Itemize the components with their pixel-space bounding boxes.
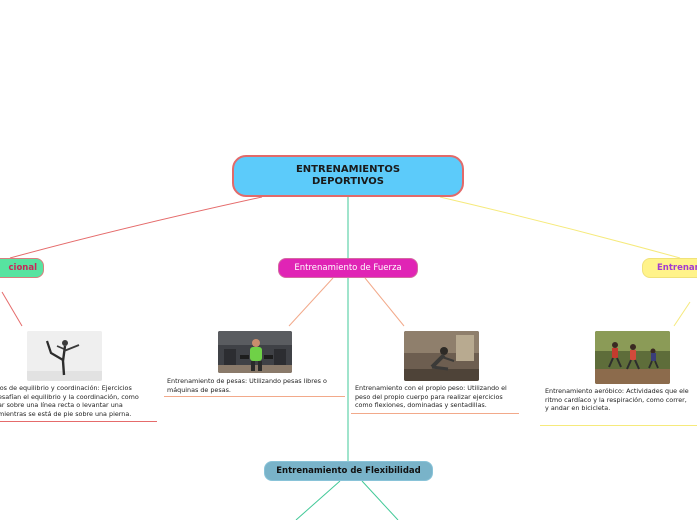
pesas-underline [164,396,345,397]
branch-flexibilidad[interactable]: Entrenamiento de Flexibilidad [264,461,433,481]
equilibrio-line-4: mientras se está de pie sobre una pierna… [0,409,132,418]
link-root-left [9,196,263,259]
propio-peso-line-2: peso del propio cuerpo para realizar eje… [355,392,503,401]
link-left-equilibrio [1,291,23,327]
link-fuerza-propio [364,277,405,327]
branch-flexibilidad-label: Entrenamiento de Flexibilidad [276,466,421,476]
pesas-line-1: Entrenamiento de pesas: Utilizando pesas… [167,377,327,385]
propio-peso-line-1: Entrenamiento con el propio peso: Utiliz… [355,384,507,392]
branch-right-label: Entrenam [657,263,697,273]
equilibrio-line-3: ar sobre una línea recta o levantar una [0,401,123,410]
equilibrio-line-2: esafían el equilibrio y la coordinación,… [0,392,139,401]
equilibrio-underline [0,421,157,422]
propio-peso-underline [351,413,519,414]
branch-right[interactable]: Entrenam [642,258,697,278]
aerobico-line-2: ritmo cardíaco y la respiración, como co… [545,395,687,404]
aerobico-line-3: y andar en bicicleta. [545,404,611,413]
pesas-line-2: máquinas de pesas. [167,385,231,394]
branch-left-label: cional [8,263,38,273]
topic-pesas-text: Entrenamiento de pesas: Utilizando pesas… [167,377,327,394]
propio-peso-line-3: como flexiones, dominadas y sentadillas. [355,401,487,410]
equilibrio-line-1: ios de equilibrio y coordinación: Ejerci… [0,384,132,392]
topic-equilibrio-text: ios de equilibrio y coordinación: Ejerci… [0,384,139,418]
running-image [595,331,670,384]
topic-propio-peso-text: Entrenamiento con el propio peso: Utiliz… [355,384,507,410]
branch-left[interactable]: cional [0,258,44,278]
aerobico-underline [540,425,697,426]
branch-fuerza[interactable]: Entrenamiento de Fuerza [278,258,418,278]
link-flex-child-right [361,480,399,520]
root-title-line-2: DEPORTIVOS [311,176,385,187]
weights-gym-image [218,331,292,373]
bodyweight-training-image [404,331,479,381]
link-flex-child-left [295,480,341,520]
link-root-right [439,196,681,259]
root-title-line-1: ENTRENAMIENTOS [295,164,401,175]
topic-aerobico-text: Entrenamiento aeróbico: Actividades que … [545,387,689,413]
link-right-aerobico [673,301,691,327]
root-topic[interactable]: ENTRENAMIENTOS DEPORTIVOS [232,155,464,197]
branch-fuerza-label: Entrenamiento de Fuerza [294,263,402,273]
yoga-balance-image [27,331,102,381]
link-fuerza-pesas [288,277,334,327]
aerobico-line-1: Entrenamiento aeróbico: Actividades que … [545,387,689,395]
